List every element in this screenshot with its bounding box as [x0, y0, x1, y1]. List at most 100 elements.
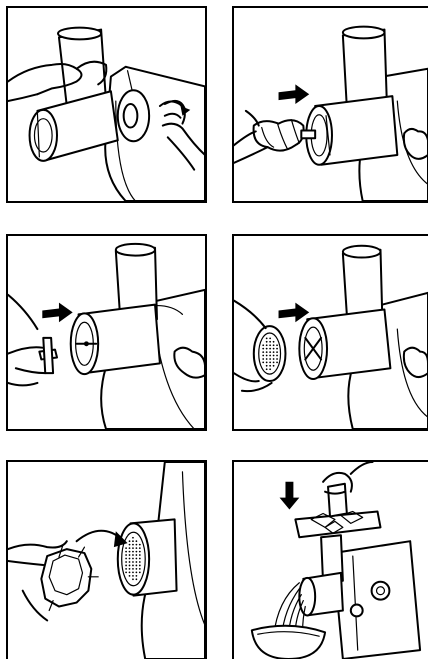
plate-hole [269, 355, 271, 357]
plate-hole [132, 544, 134, 546]
plate-hole [132, 578, 134, 580]
plate-hole [125, 568, 127, 570]
plate-hole [129, 571, 131, 573]
plate-hole [276, 358, 278, 360]
step-3-panel [6, 234, 207, 431]
plate-hole [139, 544, 141, 546]
plate-hole [269, 344, 271, 346]
plate-hole [136, 568, 138, 570]
plate-hole [139, 561, 141, 563]
plate-hole [129, 568, 131, 570]
plate-hole [136, 575, 138, 577]
plate-hole [276, 361, 278, 363]
plate-hole [129, 540, 131, 542]
grind-with-pusher-icon [234, 462, 428, 659]
plate-hole [273, 358, 275, 360]
plate-hole [139, 568, 141, 570]
plate-hole [266, 351, 268, 353]
plate-hole [125, 571, 127, 573]
plate-hole [273, 365, 275, 367]
plate-hole [136, 551, 138, 553]
step-4-panel [232, 234, 428, 431]
plate-hole [266, 348, 268, 350]
plate-hole [266, 368, 268, 370]
plate-hole [262, 351, 264, 353]
step-2-panel [232, 6, 428, 203]
insert-cutting-plate-icon [234, 236, 428, 429]
plate-hole [269, 341, 271, 343]
plate-hole [266, 355, 268, 357]
plate-hole [262, 348, 264, 350]
plate-hole [273, 351, 275, 353]
plate-hole [276, 351, 278, 353]
plate-hole [139, 571, 141, 573]
plate-hole [139, 565, 141, 567]
plate-hole [129, 558, 131, 560]
plate-hole [269, 368, 271, 370]
plate-hole [266, 361, 268, 363]
plate-hole [125, 558, 127, 560]
plate-hole [132, 537, 134, 539]
screw-on-locking-ring-icon [8, 462, 205, 659]
plate-hole [139, 551, 141, 553]
plate-hole [129, 547, 131, 549]
plate-hole [266, 365, 268, 367]
plate-hole [132, 547, 134, 549]
plate-hole [266, 341, 268, 343]
plate-hole [273, 348, 275, 350]
plate-hole [266, 337, 268, 339]
plate-hole [136, 565, 138, 567]
plate-hole [266, 358, 268, 360]
plate-hole [266, 344, 268, 346]
plate-hole [132, 575, 134, 577]
plate-hole [132, 558, 134, 560]
plate-hole [132, 571, 134, 573]
plate-hole [136, 561, 138, 563]
step-5-panel [6, 460, 207, 659]
plate-hole [136, 544, 138, 546]
plate-hole [132, 568, 134, 570]
plate-hole [136, 571, 138, 573]
plate-hole [139, 558, 141, 560]
insert-cross-blade-icon [8, 236, 205, 429]
plate-hole [136, 540, 138, 542]
plate-hole [262, 361, 264, 363]
plate-hole [139, 547, 141, 549]
plate-hole [129, 561, 131, 563]
plate-hole [269, 361, 271, 363]
plate-hole [125, 561, 127, 563]
plate-hole [125, 551, 127, 553]
plate-hole [129, 565, 131, 567]
plate-hole [269, 358, 271, 360]
plate-hole [129, 575, 131, 577]
plate-hole [129, 554, 131, 556]
plate-hole [136, 558, 138, 560]
plate-hole [132, 551, 134, 553]
plate-hole [132, 565, 134, 567]
plate-hole [276, 344, 278, 346]
attach-grinder-head-icon [8, 8, 205, 201]
plate-hole [125, 565, 127, 567]
insert-auger-icon [234, 8, 428, 201]
plate-hole [269, 337, 271, 339]
step-1-panel [6, 6, 207, 203]
plate-hole [129, 551, 131, 553]
plate-hole [129, 544, 131, 546]
plate-hole [139, 554, 141, 556]
plate-hole [273, 344, 275, 346]
plate-hole [136, 554, 138, 556]
plate-hole [262, 355, 264, 357]
plate-hole [276, 355, 278, 357]
plate-hole [269, 351, 271, 353]
plate-hole [136, 547, 138, 549]
plate-hole [262, 344, 264, 346]
plate-hole [269, 348, 271, 350]
plate-hole [269, 365, 271, 367]
plate-hole [273, 355, 275, 357]
plate-hole [273, 341, 275, 343]
plate-hole [132, 561, 134, 563]
plate-hole [132, 540, 134, 542]
plate-hole [136, 578, 138, 580]
plate-hole [273, 361, 275, 363]
plate-hole [125, 547, 127, 549]
